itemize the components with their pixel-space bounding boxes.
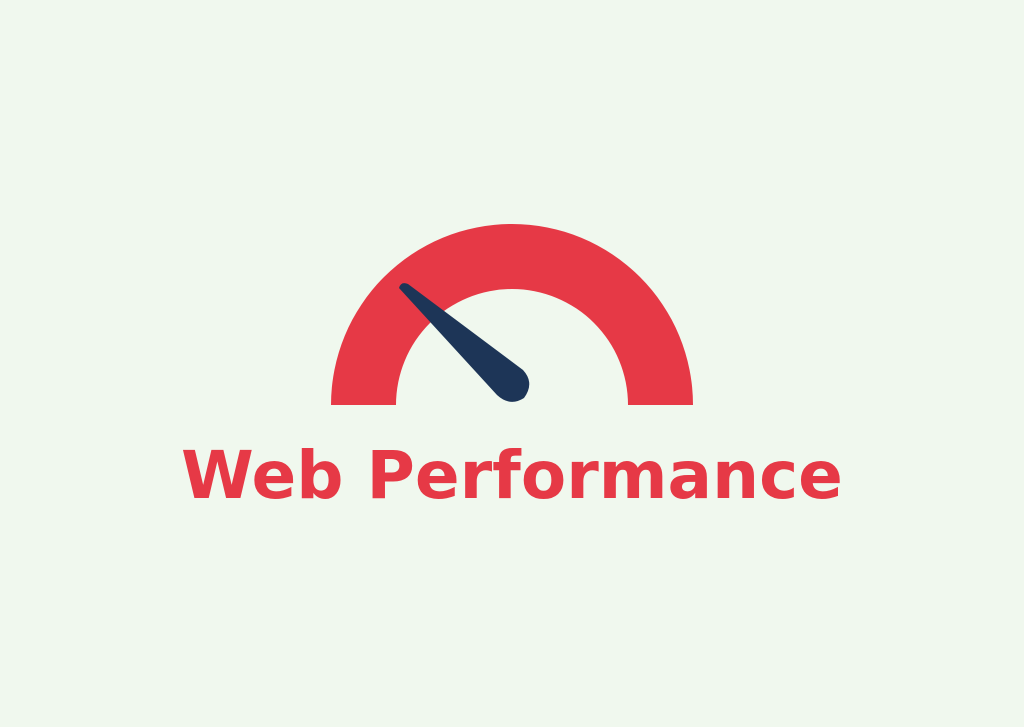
page-title: Web Performance (181, 437, 843, 514)
gauge-arc (331, 224, 693, 405)
gauge-needle (399, 283, 530, 402)
